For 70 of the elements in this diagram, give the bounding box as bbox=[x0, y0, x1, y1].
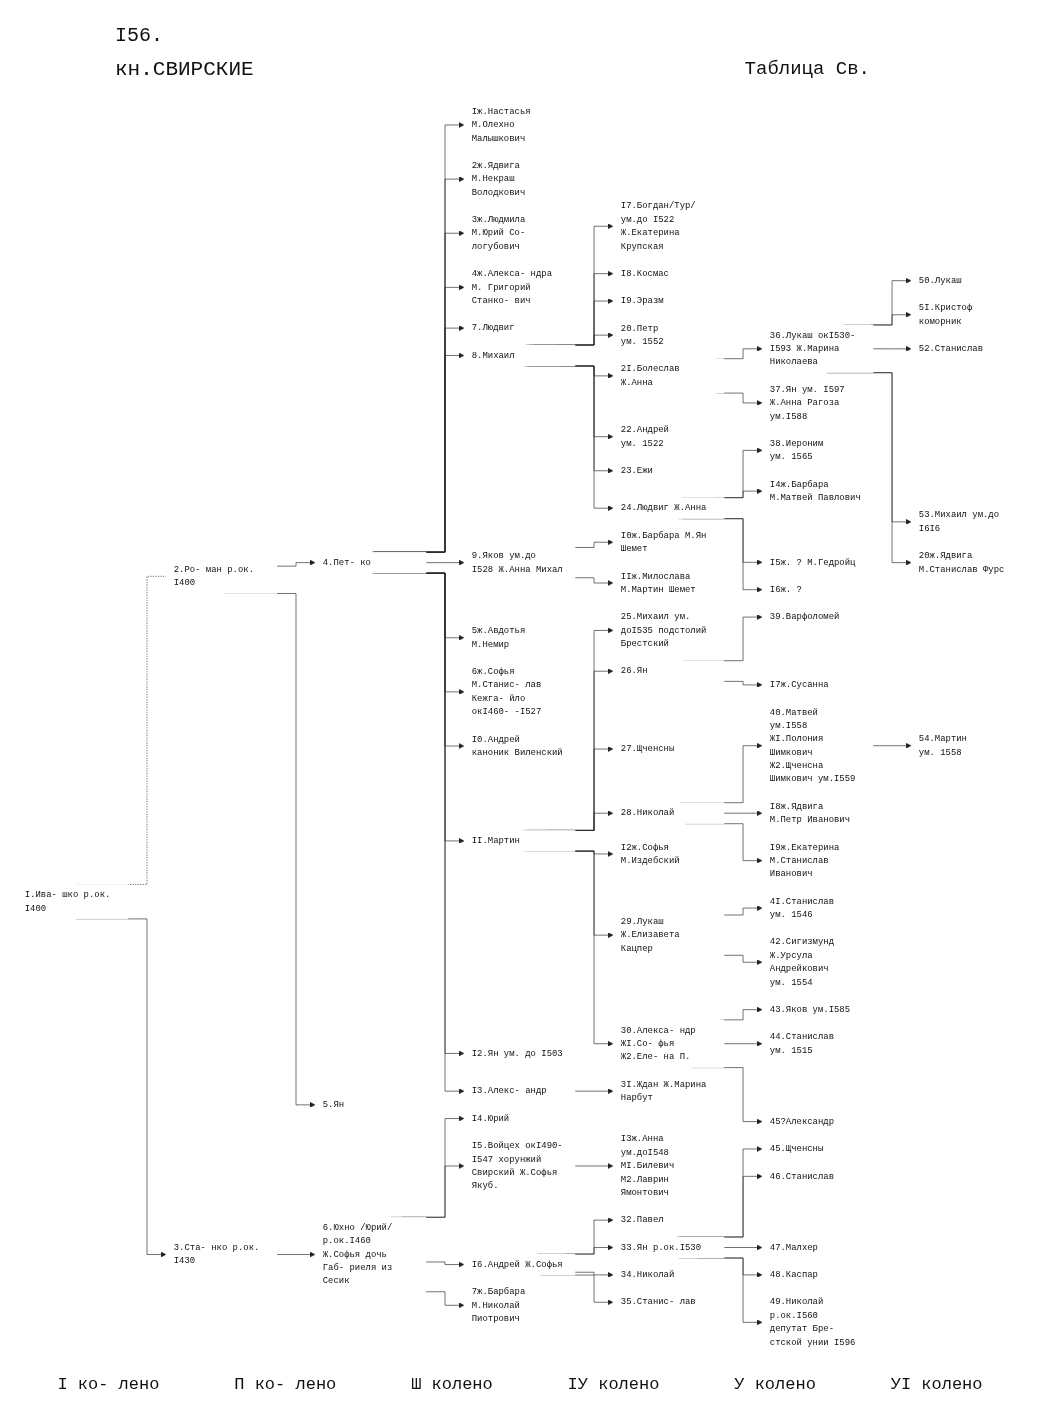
page-number: I56. bbox=[115, 24, 163, 47]
node-text: 6.Юхно /Юрий/ р.ок.I460 Ж.Софья дочь Габ- риеля из Сесик bbox=[323, 1222, 393, 1287]
node-text: 7ж.Барбара М.Николай Пиотрович bbox=[472, 1286, 526, 1324]
node-text: 43.Яков ум.I585 bbox=[770, 1004, 851, 1015]
node-text: Iж.Настасья М.Олехно Малышкович bbox=[472, 106, 532, 144]
node-text: 6ж.Софья М.Станис- лав Кежга- йло окI460- -I527 bbox=[472, 666, 542, 717]
node-text: I4.Юрий bbox=[472, 1113, 510, 1124]
generation-label: Ш колено bbox=[411, 1374, 493, 1394]
node-text: I9ж.Екатерина М.Станислав Иванович bbox=[770, 841, 840, 879]
node-text: I2ж.Софья М.Издебский bbox=[621, 841, 681, 866]
node-text: 48.Каспар bbox=[770, 1269, 819, 1280]
node-text: 46.Станислав bbox=[770, 1170, 835, 1182]
node-text: I9.Эразм bbox=[621, 295, 665, 306]
node-text: 54.Мартин ум. 1558 bbox=[919, 733, 968, 758]
node-text: 20.Петр ум. 1552 bbox=[621, 323, 665, 347]
node-text: 50.Лукаш bbox=[919, 275, 963, 286]
node-text: 2ж.Ядвига М.Некраш Володкович bbox=[472, 160, 526, 198]
node-text: I3.Алекс- андр bbox=[472, 1085, 548, 1096]
node-text: 3.Ста- нко р.ок. I430 bbox=[174, 1242, 260, 1266]
node-text: I7ж.Сусанна bbox=[770, 679, 830, 690]
node-text: 25.Михаил ум. доI535 подстолий Брестский bbox=[621, 611, 707, 649]
generation-label: П ко- лено bbox=[234, 1374, 337, 1394]
node-text: 20ж.Ядвига М.Станислав Фурс bbox=[919, 550, 1005, 575]
node-text: I3ж.Анна ум.доI548 МI.Билевич М2.Лаврин Ямонтович bbox=[621, 1133, 675, 1198]
node-text: 27.Щченсны bbox=[621, 743, 675, 754]
node-text: 29.Лукаш Ж.Елизавета Кацпер bbox=[621, 916, 681, 954]
table-label: Таблица Св. bbox=[744, 58, 870, 80]
node-text: 22.Андрей ум. 1522 bbox=[621, 424, 670, 449]
generation-label: I ко- лено bbox=[57, 1374, 160, 1394]
node-text: 5.Ян bbox=[323, 1099, 345, 1110]
node-text: 5I.Кристоф коморник bbox=[919, 302, 973, 327]
node-text: 47.Малхер bbox=[770, 1242, 819, 1253]
node-text: 37.Ян ум. I597 Ж.Анна Рагоза ум.I588 bbox=[770, 384, 846, 422]
node-text: IIж.Милослава М.Мартин Шемет bbox=[621, 570, 697, 595]
node-text: I6ж. ? bbox=[770, 584, 803, 595]
node-text: 35.Станис- лав bbox=[621, 1296, 697, 1308]
node-text: 40.Матвей ум.I558 ЖI.Полония Шимкович Ж2.Щченсна Шимкович ум.I559 bbox=[770, 706, 856, 784]
node-text: 45.Щченсны bbox=[770, 1143, 824, 1154]
node-text: 39.Варфоломей bbox=[770, 611, 840, 622]
node-text: 5ж.Авдотья М.Немир bbox=[472, 625, 526, 650]
node-text: 7.Людвиг bbox=[472, 322, 516, 333]
node-text: 2I.Болеслав Ж.Анна bbox=[621, 363, 681, 388]
node-text: I7.Богдан/Тур/ ум.до I522 Ж.Екатерина Крупская bbox=[621, 200, 697, 252]
node-text: 53.Михаил ум.до I6I6 bbox=[919, 509, 1000, 534]
node-text: 3I.Ждан Ж.Марина Нарбут bbox=[621, 1079, 707, 1103]
node-text: I8.Космас bbox=[621, 268, 670, 279]
node-text: 4ж.Алекса- ндра М. Григорий Станко- вич bbox=[472, 268, 553, 306]
generation-label: IУ колено bbox=[567, 1374, 660, 1394]
node-text: 34.Николай bbox=[621, 1269, 675, 1280]
node-text: I4ж.Барбара М.Матвей Павлович bbox=[770, 479, 862, 503]
node-text: 42.Сигизмунд Ж.Урсула Андрейкович ум. 1554 bbox=[770, 936, 835, 988]
node-text: 9.Яков ум.до I528 Ж.Анна Михал bbox=[472, 550, 564, 575]
node-text: 3ж.Людмила М.Юрий Со- логубович bbox=[472, 214, 526, 252]
node-text: I0.Андрей каноник Виленский bbox=[472, 733, 564, 758]
node-text: 38.Иероним ум. 1565 bbox=[770, 438, 824, 462]
node-text: I2.Ян ум. до I503 bbox=[472, 1048, 564, 1059]
generation-label: УI колено bbox=[890, 1374, 983, 1394]
node-text: I5ж. ? М.Гедройц bbox=[770, 556, 856, 568]
node-text: 52.Станислав bbox=[919, 343, 984, 354]
node-text: 23.Ежи bbox=[621, 465, 654, 476]
node-text: 49.Николай р.ок.I560 депутат Бре- стской унии I596 bbox=[770, 1296, 856, 1348]
node-text: I0ж.Барбара М.Ян Шемет bbox=[621, 530, 707, 554]
node-text: 32.Павел bbox=[621, 1214, 665, 1225]
node-text: 4I.Станислав ум. 1546 bbox=[770, 895, 835, 920]
title: кн.СВИРСКИЕ bbox=[115, 58, 254, 81]
node-text: 44.Станислав ум. 1515 bbox=[770, 1031, 835, 1056]
node-text: I5.Войцех окI490-I547 хорунжий Свирский Ж.Софья Якуб. bbox=[472, 1140, 564, 1191]
generation-label: У колено bbox=[734, 1374, 816, 1394]
node-text: I8ж.Ядвига М.Петр Иванович bbox=[770, 801, 851, 825]
node-text: 45?Александр bbox=[770, 1116, 835, 1127]
